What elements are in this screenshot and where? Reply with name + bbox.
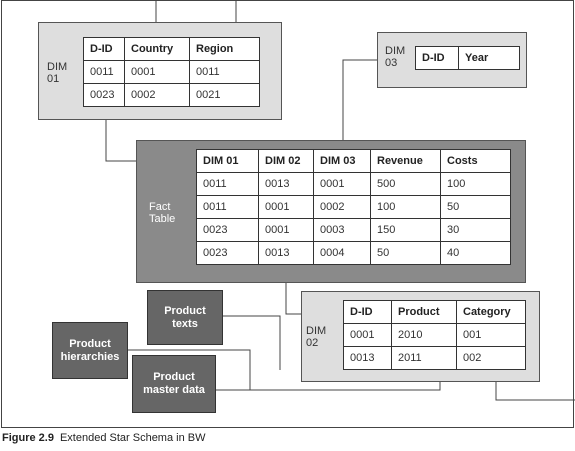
- product-texts-box: Product texts: [147, 290, 223, 345]
- table-cell: 0001: [313, 172, 371, 196]
- hierarchies-connector: [115, 349, 251, 390]
- table-cell: 0011: [189, 60, 260, 84]
- table-cell: 0023: [83, 83, 125, 107]
- column-header: D-ID: [83, 37, 125, 61]
- column-header: Country: [124, 37, 190, 61]
- table-cell: 2010: [391, 323, 457, 347]
- table-cell: 0001: [343, 323, 392, 347]
- table-cell: 0003: [313, 218, 371, 242]
- column-header: Costs: [440, 149, 511, 173]
- table-cell: 0002: [313, 195, 371, 219]
- table-cell: 0001: [258, 195, 314, 219]
- table-cell: 0004: [313, 241, 371, 265]
- column-header: Revenue: [370, 149, 441, 173]
- table-cell: 001: [456, 323, 526, 347]
- column-header: DIM 02: [258, 149, 314, 173]
- texts-connector: [222, 315, 281, 370]
- caption-text: Extended Star Schema in BW: [59, 432, 206, 444]
- table-cell: 2011: [391, 346, 457, 370]
- table-cell: 0011: [196, 172, 259, 196]
- column-header: Product: [391, 300, 457, 324]
- column-header: D-ID: [343, 300, 392, 324]
- product-master-data-box: Product master data: [132, 355, 216, 413]
- column-header: DIM 03: [313, 149, 371, 173]
- column-header: Year: [458, 46, 520, 70]
- table-cell: 40: [440, 241, 511, 265]
- dim02-right-connector: [495, 376, 575, 401]
- figure-caption: Figure 2.9 Extended Star Schema in BW: [2, 432, 205, 444]
- table-cell: 0001: [258, 218, 314, 242]
- column-header: Category: [456, 300, 526, 324]
- table-cell: 50: [370, 241, 441, 265]
- table-cell: 150: [370, 218, 441, 242]
- dim02-label: DIM 02: [306, 325, 327, 349]
- table-cell: 50: [440, 195, 511, 219]
- table-cell: 30: [440, 218, 511, 242]
- table-cell: 0021: [189, 83, 260, 107]
- table-cell: 0011: [83, 60, 125, 84]
- table-cell: 0023: [196, 218, 259, 242]
- table-cell: 0011: [196, 195, 259, 219]
- table-cell: 100: [440, 172, 511, 196]
- table-cell: 0013: [258, 241, 314, 265]
- product-hierarchies-box: Product hierarchies: [52, 322, 128, 379]
- column-header: Region: [189, 37, 260, 61]
- caption-number: Figure 2.9: [2, 432, 54, 444]
- table-cell: 0013: [258, 172, 314, 196]
- table-cell: 0002: [124, 83, 190, 107]
- column-header: DIM 01: [196, 149, 259, 173]
- dim03-label: DIM 03: [385, 45, 406, 69]
- table-cell: 0013: [343, 346, 392, 370]
- dim01-label: DIM 01: [47, 61, 68, 85]
- outer-border: [1, 0, 574, 428]
- table-cell: 0023: [196, 241, 259, 265]
- fact-label: Fact Table: [149, 201, 176, 225]
- table-cell: 500: [370, 172, 441, 196]
- table-cell: 002: [456, 346, 526, 370]
- table-cell: 100: [370, 195, 441, 219]
- column-header: D-ID: [415, 46, 459, 70]
- table-cell: 0001: [124, 60, 190, 84]
